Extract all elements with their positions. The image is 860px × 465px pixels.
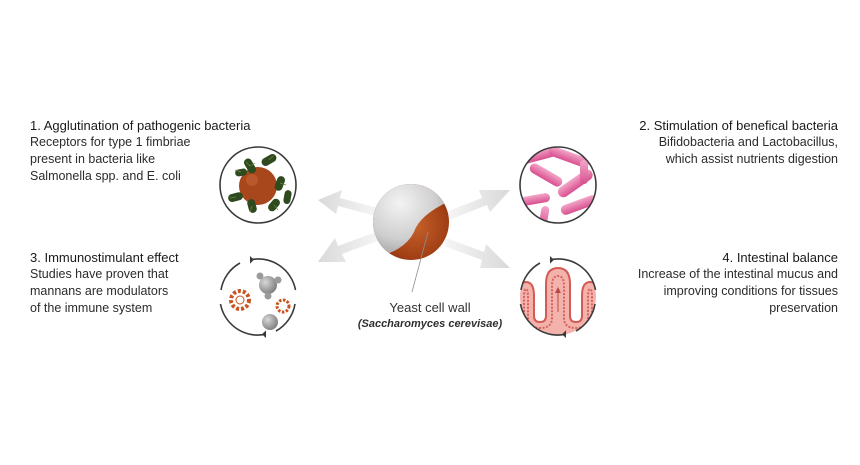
immune-cells-icon <box>219 256 297 338</box>
arrow-to-intestinal-balance <box>444 238 510 268</box>
benefit-title: 4. Intestinal balance <box>722 250 838 265</box>
benefit-intestinal-balance: 4. Intestinal balance Increase of the in… <box>538 249 838 317</box>
arrow-to-immunostimulant <box>318 232 380 262</box>
benefit-desc-line: Salmonella spp. and E. coli <box>30 169 181 183</box>
beneficial-bacteria-icon <box>519 146 597 224</box>
benefit-desc-line: Receptors for type 1 fimbriae <box>30 135 191 149</box>
benefit-desc-line: improving conditions for tissues <box>663 284 838 298</box>
benefit-desc-line: mannans are modulators <box>30 284 169 298</box>
intestinal-villi-icon <box>519 256 597 338</box>
benefit-desc-line: preservation <box>769 301 838 315</box>
yeast-cell-title: Yeast cell wall <box>389 300 471 315</box>
benefit-beneficial-bacteria: 2. Stimulation of benefical bacteria Bif… <box>548 117 838 168</box>
benefit-title: 1. Agglutination of pathogenic bacteria <box>30 118 251 133</box>
arrow-to-agglutination <box>318 190 378 216</box>
arrow-to-beneficial-bacteria <box>446 190 510 220</box>
benefit-desc-line: of the immune system <box>30 301 153 315</box>
benefit-desc-line: Bifidobacteria and Lactobacillus, <box>658 135 838 149</box>
benefit-desc-line: which assist nutrients digestion <box>665 152 838 166</box>
benefit-desc-line: present in bacteria like <box>30 152 156 166</box>
yeast-cell-species: (Saccharomyces cerevisae) <box>357 318 503 330</box>
benefit-agglutination: 1. Agglutination of pathogenic bacteria … <box>30 117 300 185</box>
bacteria-agglutination-icon <box>219 146 297 224</box>
benefit-title: 2. Stimulation of benefical bacteria <box>639 118 838 133</box>
benefit-immunostimulant: 3. Immunostimulant effect Studies have p… <box>30 249 280 317</box>
yeast-cell-icon <box>373 184 449 293</box>
benefit-desc-line: Studies have proven that <box>30 267 169 281</box>
yeast-cell-label: Yeast cell wall (Saccharomyces cerevisae… <box>345 299 515 332</box>
benefit-title: 3. Immunostimulant effect <box>30 250 179 265</box>
benefit-desc-line: Increase of the intestinal mucus and <box>637 267 838 281</box>
